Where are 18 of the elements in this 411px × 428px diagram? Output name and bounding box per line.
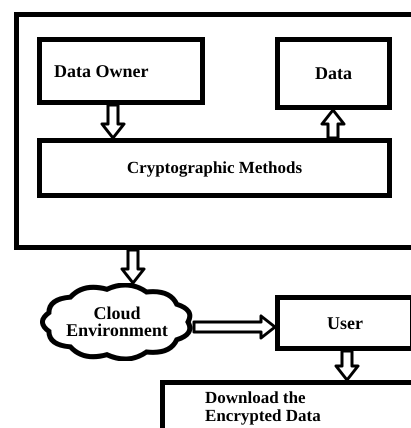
block-arrow — [120, 248, 146, 284]
process-box — [275, 295, 411, 351]
container-box — [14, 12, 411, 250]
cloud-shape — [40, 283, 194, 361]
process-box — [37, 138, 392, 198]
process-box — [37, 37, 205, 105]
node-label: Cryptographic Methods — [126, 157, 302, 180]
block-arrow — [320, 108, 346, 140]
node-label: Data — [315, 62, 352, 85]
node-label: Cloud Environment — [65, 304, 169, 340]
block-arrow — [334, 350, 360, 382]
block-arrow — [192, 314, 276, 340]
node-label: User — [327, 312, 363, 334]
process-box — [160, 380, 411, 428]
process-box — [275, 37, 392, 110]
node-label: Data Owner — [54, 60, 148, 82]
block-arrow — [100, 104, 126, 140]
node-label: Download the Encrypted Data — [205, 389, 322, 425]
